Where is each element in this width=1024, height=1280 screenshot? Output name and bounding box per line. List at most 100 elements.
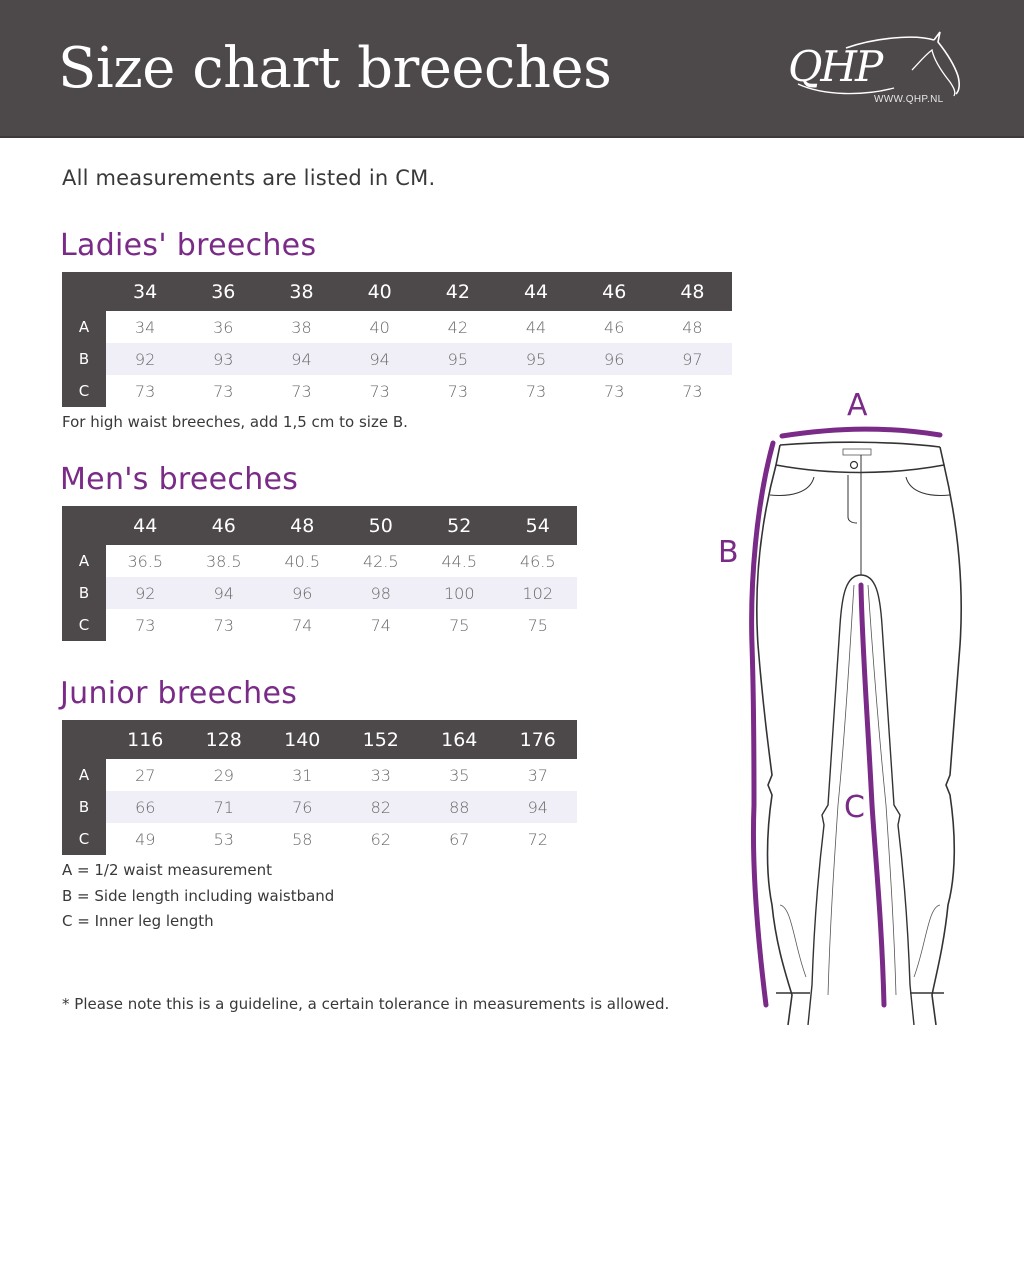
size-header: 50 (368, 514, 393, 537)
breeches-diagram: A B C (710, 385, 1000, 1026)
size-header: 52 (447, 514, 472, 537)
size-header: 48 (680, 280, 705, 303)
size-header: 164 (441, 728, 478, 751)
table-cell: 98 (370, 583, 391, 603)
logo-wordmark: QHP (788, 42, 883, 91)
table-cell: 74 (292, 615, 313, 635)
table-cell: 82 (370, 797, 391, 817)
size-header: 40 (367, 280, 392, 303)
table-row: A 27 29 31 33 35 37 (62, 759, 577, 791)
high-waist-note: For high waist breeches, add 1,5 cm to s… (62, 413, 408, 431)
table-cell: 95 (525, 349, 547, 369)
row-label: B (62, 577, 106, 609)
table-cell: 94 (527, 797, 548, 817)
table-cell: 94 (369, 349, 390, 369)
table-cell: 73 (213, 381, 234, 401)
row-label: C (62, 823, 106, 855)
table-cell: 44 (525, 317, 547, 337)
table-cell: 35 (449, 765, 470, 785)
table-cell: 71 (213, 797, 234, 817)
size-header: 42 (445, 280, 470, 303)
table-cell: 94 (291, 349, 312, 369)
size-header: 36 (211, 280, 236, 303)
table-cell: 38 (291, 317, 312, 337)
table-cell: 29 (213, 765, 234, 785)
table-cell: 73 (135, 615, 156, 635)
table-cell: 44.5 (441, 551, 478, 571)
table-cell: 74 (370, 615, 391, 635)
row-label: C (62, 609, 106, 641)
table-cell: 31 (292, 765, 313, 785)
table-cell: 27 (135, 765, 156, 785)
men-title: Men's breeches (60, 462, 299, 497)
size-header: 44 (523, 280, 549, 303)
table-row: B 66 71 76 82 88 94 (62, 791, 577, 823)
size-header: 116 (127, 728, 164, 751)
row-label: A (62, 759, 106, 791)
table-cell: 97 (682, 349, 703, 369)
table-row: B 92 93 94 94 95 95 96 97 (62, 343, 732, 375)
size-header: 46 (211, 514, 236, 537)
units-note: All measurements are listed in CM. (62, 166, 436, 190)
table-cell: 58 (292, 829, 313, 849)
table-cell: 94 (213, 583, 234, 603)
table-cell: 36.5 (127, 551, 164, 571)
row-label: A (62, 545, 106, 577)
table-cell: 67 (449, 829, 470, 849)
table-cell: 42 (447, 317, 469, 337)
disclaimer: * Please note this is a guideline, a cer… (62, 995, 670, 1013)
table-cell: 102 (522, 583, 554, 603)
legend-c: C = Inner leg length (62, 912, 214, 930)
table-row: C 73 73 73 73 73 73 73 73 (62, 375, 732, 407)
row-label: B (62, 343, 106, 375)
table-cell: 75 (449, 615, 470, 635)
size-header: 46 (602, 280, 627, 303)
table-cell: 96 (292, 583, 313, 603)
table-cell: 42.5 (362, 551, 399, 571)
size-header: 44 (133, 514, 158, 537)
size-header: 48 (290, 514, 315, 537)
table-cell: 73 (134, 381, 156, 401)
legend-b: B = Side length including waistband (62, 887, 335, 905)
table-cell: 33 (370, 765, 391, 785)
table-cell: 95 (447, 349, 469, 369)
table-cell: 49 (135, 829, 156, 849)
table-cell: 34 (134, 317, 156, 337)
table-cell: 73 (682, 381, 703, 401)
table-cell: 75 (527, 615, 548, 635)
table-cell: 88 (449, 797, 470, 817)
table-cell: 100 (443, 583, 475, 603)
table-cell: 73 (525, 381, 547, 401)
logo-url: WWW.QHP.NL (874, 94, 944, 105)
table-row: A 34 36 38 40 42 44 46 48 (62, 311, 732, 343)
table-cell: 92 (134, 349, 156, 369)
table-cell: 73 (291, 381, 312, 401)
table-row: C 73 73 74 74 75 75 (62, 609, 577, 641)
breeches-illustration-icon (749, 426, 963, 1026)
junior-title: Junior breeches (60, 676, 298, 711)
table-cell: 46 (604, 317, 625, 337)
table-cell: 73 (213, 615, 234, 635)
ladies-size-table: 34 36 38 40 42 44 46 48 A 34 36 38 40 42… (62, 272, 732, 407)
label-c: C (844, 790, 865, 825)
table-row: B 92 94 96 98 100 102 (62, 577, 577, 609)
table-cell: 76 (292, 797, 313, 817)
table-cell: 62 (370, 829, 391, 849)
table-cell: 53 (213, 829, 234, 849)
row-label: A (62, 311, 106, 343)
size-header: 128 (205, 728, 242, 751)
table-cell: 96 (604, 349, 625, 369)
table-row: C 49 53 58 62 67 72 (62, 823, 577, 855)
table-cell: 72 (527, 829, 548, 849)
table-cell: 92 (135, 583, 156, 603)
table-cell: 37 (527, 765, 548, 785)
table-cell: 73 (369, 381, 390, 401)
size-header: 152 (362, 728, 399, 751)
row-label: C (62, 375, 106, 407)
table-cell: 66 (135, 797, 156, 817)
table-cell: 40.5 (284, 551, 321, 571)
table-cell: 38.5 (205, 551, 242, 571)
horse-head-icon (797, 31, 961, 97)
table-cell: 73 (604, 381, 625, 401)
men-size-table: 44 46 48 50 52 54 A 36.5 38.5 40.5 42.5 … (62, 506, 577, 641)
